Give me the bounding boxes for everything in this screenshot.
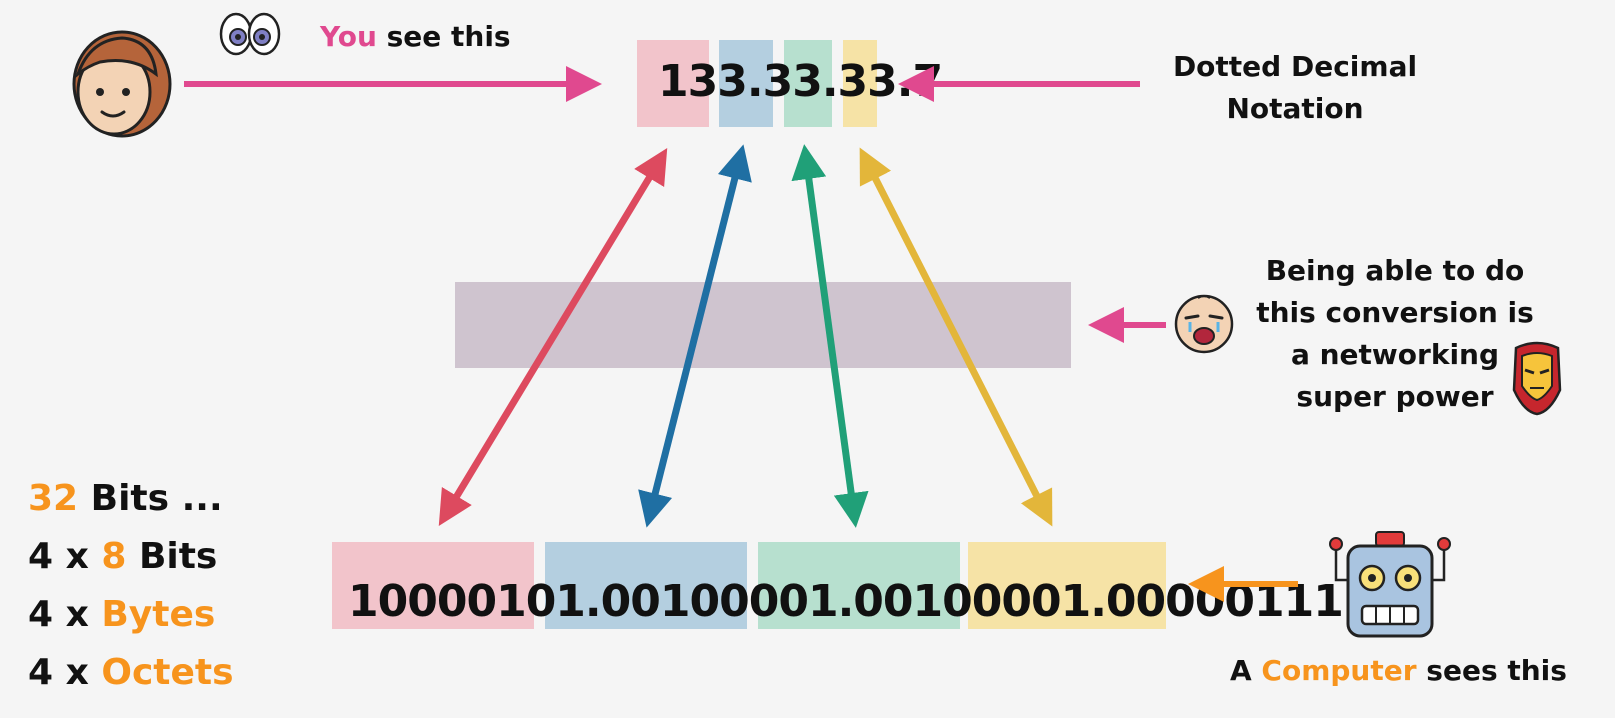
binary-octet-1-box — [332, 542, 534, 629]
decimal-octet-1: 133 — [658, 56, 748, 107]
decimal-octet-4-box — [843, 40, 877, 127]
bits-list-item-3: 4 x Bytes — [28, 586, 234, 644]
item2-text: Bits — [126, 536, 218, 577]
bits-count: 32 — [28, 478, 79, 519]
binary-octet-2: 00100001 — [600, 576, 839, 627]
decimal-dot-1: . — [746, 56, 764, 107]
binary-dot-3: . — [1090, 576, 1107, 627]
binary-octet-3-box — [758, 542, 960, 629]
decimal-dot-2: . — [821, 56, 839, 107]
computer-highlight: Computer — [1261, 654, 1417, 687]
binary-octet-3: 00100001 — [853, 576, 1091, 627]
superpower-label: Being able to do this conversion is a netw… — [1250, 250, 1540, 418]
octet-3-arrow — [791, 144, 869, 528]
computer-prefix: A — [1230, 654, 1262, 687]
you-highlight: You — [320, 20, 377, 53]
see-this-text: see this — [376, 20, 511, 53]
superpower-line1: Being able to do — [1265, 254, 1525, 287]
bits-text: Bits ... — [78, 478, 223, 519]
bits-list: 32 Bits ... 4 x 8 Bits 4 x Bytes 4 x Oct… — [28, 470, 234, 702]
binary-octet-1: 10000101 — [348, 576, 586, 627]
item2-num: 8 — [101, 536, 127, 577]
bits-list-item-1: 32 Bits ... — [28, 470, 234, 528]
computer-rest: sees this — [1416, 654, 1567, 687]
dotted-decimal-line2: Notation — [1226, 92, 1364, 125]
computer-sees-this-label: A Computer sees this — [1230, 654, 1567, 688]
crying-baby-icon — [1174, 294, 1234, 354]
item4-prefix: 4 x — [28, 652, 102, 693]
octet-4-arrow — [859, 147, 1053, 527]
binary-octet-4-box — [968, 542, 1166, 629]
binary-ip: 10000101.00100001.00100001.00000111 — [348, 576, 1344, 627]
you-see-this-label: You see this — [320, 20, 511, 54]
item3-prefix: 4 x — [28, 594, 102, 635]
binary-octet-2-box — [545, 542, 747, 629]
decimal-octet-1-box — [637, 40, 709, 127]
item3-highlight: Bytes — [101, 594, 216, 635]
bits-list-item-4: 4 x Octets — [28, 644, 234, 702]
decimal-octet-2-box — [719, 40, 773, 127]
robot-icon — [1329, 531, 1451, 638]
item4-highlight: Octets — [101, 652, 234, 693]
octet-2-arrow — [638, 144, 752, 528]
binary-dot-2: . — [837, 576, 855, 627]
superpower-line3: a networking — [1290, 338, 1500, 371]
superpower-line4: super power — [1296, 380, 1494, 413]
decimal-octet-3-box — [784, 40, 832, 127]
binary-dot-1: . — [584, 576, 602, 627]
superpower-line2: this conversion is — [1256, 296, 1534, 329]
decimal-octet-3: 33 — [837, 56, 898, 107]
bits-list-item-2: 4 x 8 Bits — [28, 528, 234, 586]
woman-face-icon — [72, 30, 172, 138]
dotted-decimal-line1: Dotted Decimal — [1172, 50, 1418, 83]
decimal-octet-2: 33 — [762, 56, 823, 107]
octet-1-arrow — [438, 148, 668, 526]
iron-man-icon — [1512, 341, 1562, 416]
eyes-icon — [219, 12, 281, 56]
item2-prefix: 4 x — [28, 536, 102, 577]
